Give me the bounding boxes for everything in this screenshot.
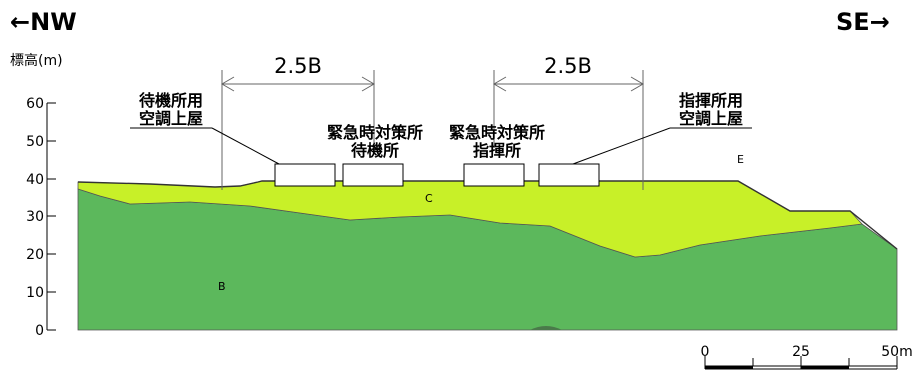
direction-se-label: SE→ <box>836 8 890 36</box>
dimension-right-label: 2.5B <box>544 54 592 78</box>
dimension-left <box>221 70 375 190</box>
y-tick-10: 10 <box>26 285 44 301</box>
label-emergency-standby-2: 待機所 <box>351 141 399 160</box>
y-axis-label: 標高(m) <box>10 52 63 69</box>
dimension-left-label: 2.5B <box>274 54 322 78</box>
building-command-aircon <box>538 163 600 187</box>
direction-nw-label: ←NW <box>10 8 77 36</box>
layer-label-c: C <box>425 192 433 205</box>
label-emergency-command-2: 指揮所 <box>473 141 521 160</box>
label-emergency-standby-1: 緊急時対策所 <box>327 123 423 142</box>
scale-bar-fill-right <box>801 366 849 369</box>
scale-label-0: 0 <box>701 344 710 360</box>
y-tick-40: 40 <box>26 172 44 188</box>
label-command-aircon-2: 空調上屋 <box>679 109 743 128</box>
dimension-right <box>493 70 644 190</box>
layer-label-e: E <box>737 153 744 166</box>
scale-label-25: 25 <box>792 344 810 360</box>
scale-label-50: 50m <box>881 344 912 360</box>
label-standby-aircon-1: 待機所用 <box>139 91 203 110</box>
y-tick-50: 50 <box>26 134 44 150</box>
y-axis-ticks <box>47 102 56 331</box>
leader-lines <box>130 127 752 165</box>
building-emergency-standby <box>342 163 404 187</box>
layer-label-b: B <box>218 280 226 293</box>
label-command-aircon-1: 指揮所用 <box>679 91 743 110</box>
y-tick-60: 60 <box>26 96 44 112</box>
y-tick-30: 30 <box>26 209 44 225</box>
bottom-bump <box>530 326 562 330</box>
label-emergency-command-1: 緊急時対策所 <box>449 123 545 142</box>
y-tick-20: 20 <box>26 247 44 263</box>
y-tick-0: 0 <box>35 323 44 339</box>
ground-surface-line <box>77 180 898 250</box>
building-emergency-command <box>463 163 525 187</box>
building-standby-aircon <box>274 163 336 187</box>
scale-bar-fill-left <box>705 366 753 369</box>
label-standby-aircon-2: 空調上屋 <box>139 109 203 128</box>
